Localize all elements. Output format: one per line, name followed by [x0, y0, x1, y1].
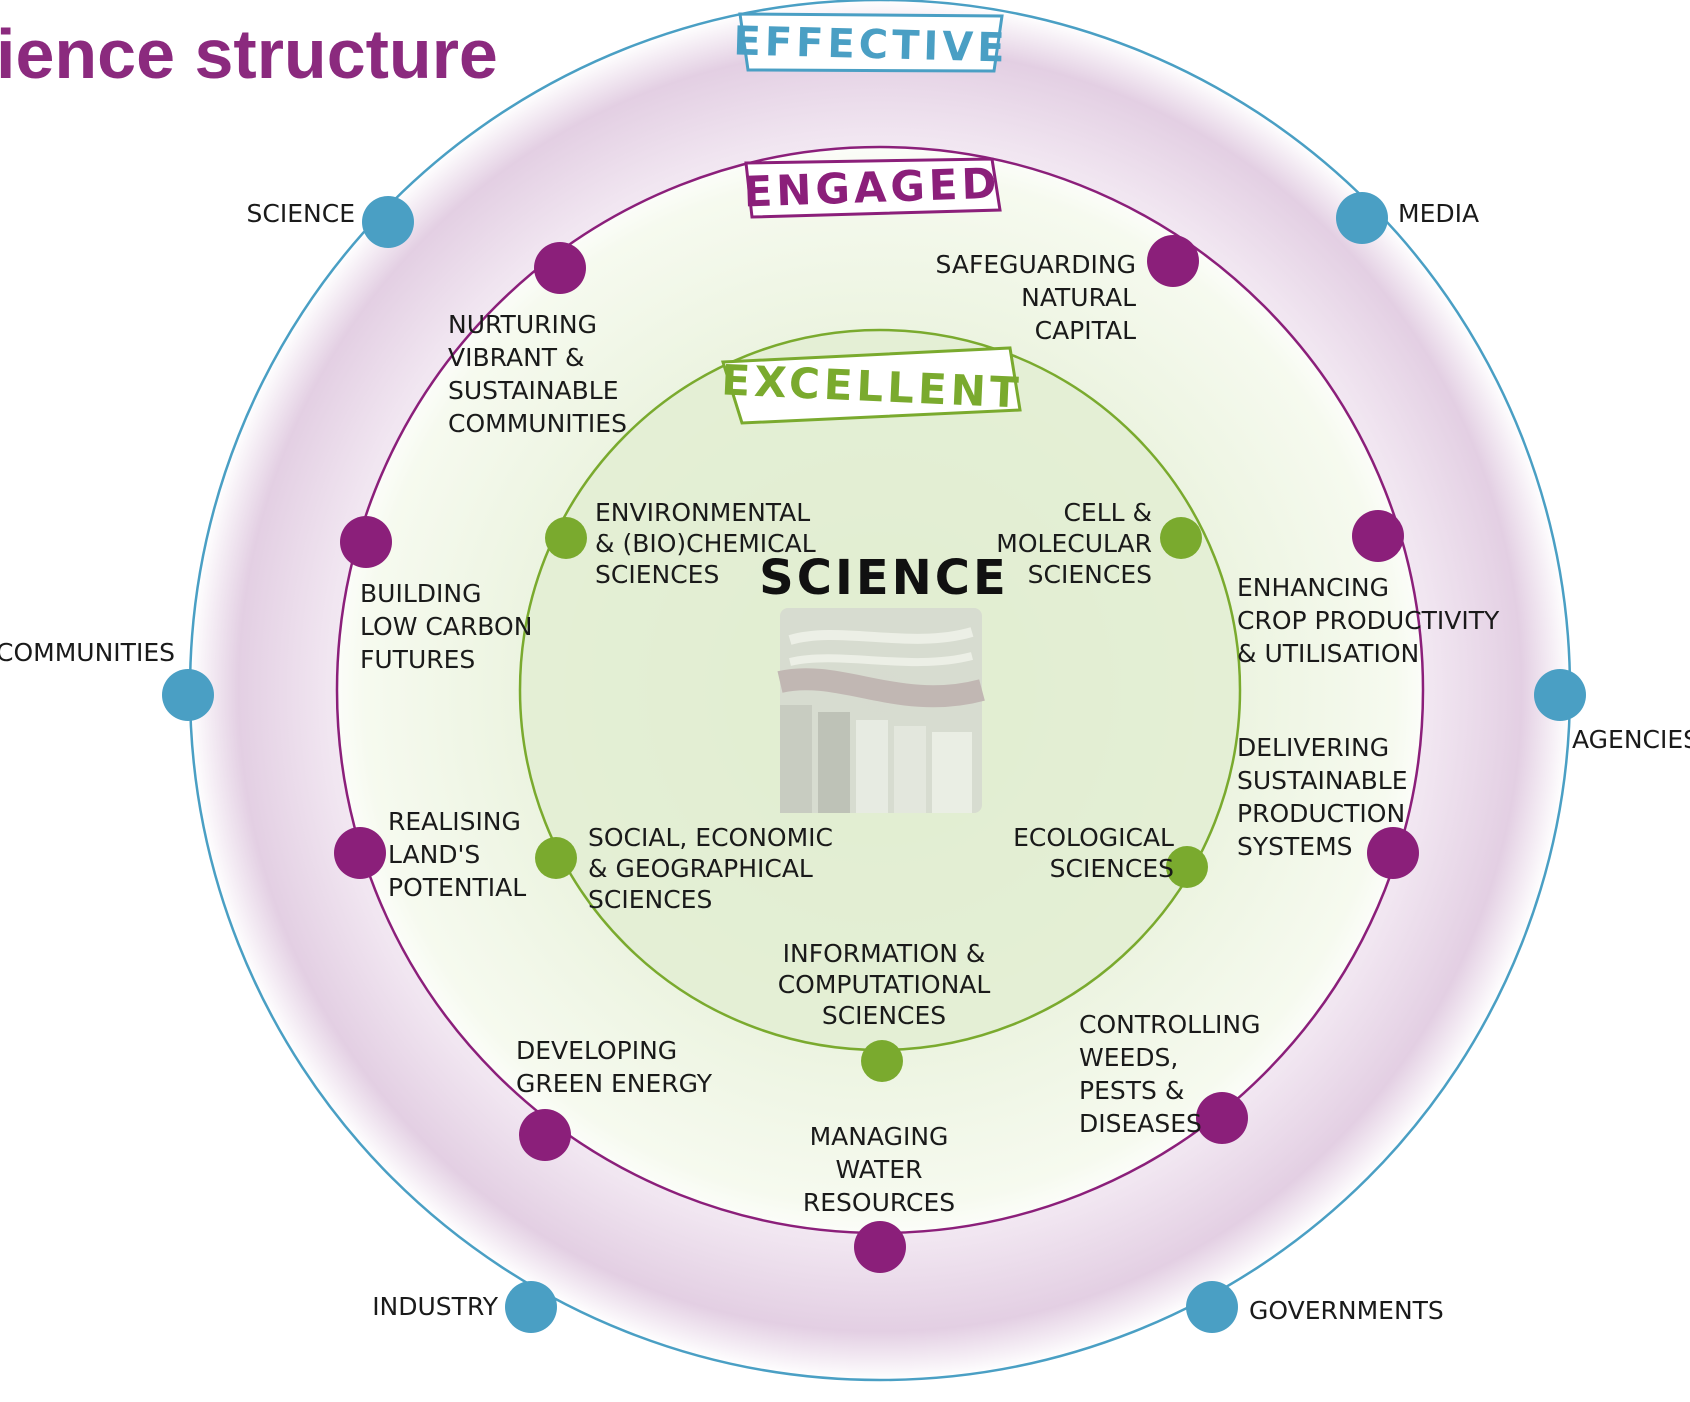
stakeholder-media-label: MEDIA — [1398, 199, 1479, 228]
stakeholder-agencies-label: AGENCIES — [1572, 725, 1690, 754]
stakeholder-agencies-dot — [1534, 669, 1586, 721]
challenge-production-dot — [1367, 827, 1419, 879]
center-science-logo — [777, 608, 985, 813]
challenge-energy-dot — [519, 1109, 571, 1161]
engaged-banner: ENGAGED — [743, 157, 1002, 219]
center-science-label: SCIENCE — [759, 550, 1009, 606]
stakeholder-governments: GOVERNMENTS — [1186, 1281, 1444, 1333]
challenge-water-dot — [854, 1221, 906, 1273]
stakeholder-communities-label: COMMUNITIES — [0, 638, 175, 667]
science-cell-dot — [1160, 517, 1202, 559]
engaged-label: ENGAGED — [743, 159, 1001, 217]
stakeholder-communities-dot — [162, 669, 214, 721]
science-social-dot — [535, 837, 577, 879]
stakeholder-industry-dot — [505, 1281, 557, 1333]
stakeholder-science: SCIENCE — [247, 196, 414, 248]
effective-label: EFFECTIVE — [733, 18, 1009, 71]
challenge-vibrant-dot — [534, 242, 586, 294]
science-information-dot — [861, 1040, 903, 1082]
excellent-banner: EXCELLENT — [720, 346, 1023, 425]
stakeholder-communities: COMMUNITIES — [0, 638, 214, 721]
challenge-crop-dot — [1352, 510, 1404, 562]
challenge-weeds-dot — [1196, 1092, 1248, 1144]
page-title: ience structure — [0, 15, 498, 93]
stakeholder-industry: INDUSTRY — [372, 1281, 557, 1333]
challenge-land-dot — [334, 827, 386, 879]
challenge-low-carbon-dot — [340, 516, 392, 568]
challenge-natural-dot — [1147, 235, 1199, 287]
stakeholder-media: MEDIA — [1336, 192, 1479, 244]
stakeholder-industry-label: INDUSTRY — [372, 1292, 499, 1321]
effective-banner: EFFECTIVE — [733, 12, 1009, 73]
science-environmental-dot — [545, 517, 587, 559]
science-ecological-dot — [1166, 846, 1208, 888]
stakeholder-media-dot — [1336, 192, 1388, 244]
stakeholder-governments-dot — [1186, 1281, 1238, 1333]
stakeholder-science-dot — [362, 196, 414, 248]
stakeholder-agencies: AGENCIES — [1534, 669, 1690, 754]
stakeholder-science-label: SCIENCE — [247, 199, 355, 228]
stakeholder-governments-label: GOVERNMENTS — [1249, 1296, 1444, 1325]
nodes-layer: SCIENCE MEDIA COMMUNITIES AGENCIES INDUSTRY G… — [0, 192, 1690, 1333]
